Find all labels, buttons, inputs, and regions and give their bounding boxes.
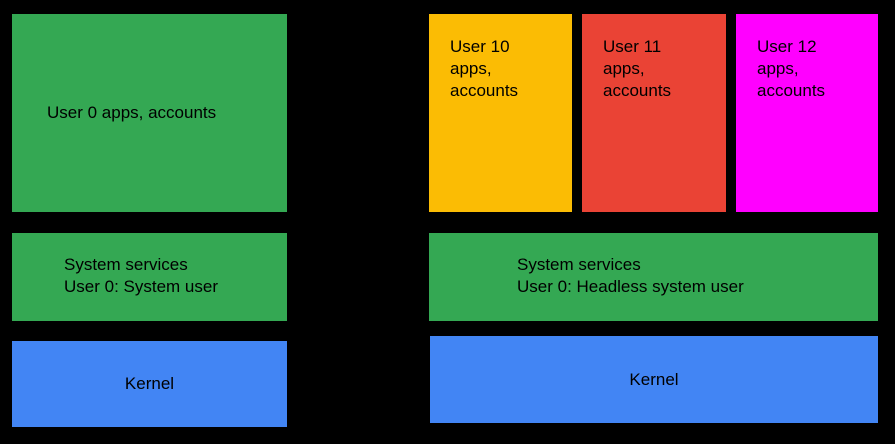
kernel-label-right: Kernel — [629, 369, 679, 389]
system-services-label-left: System services — [64, 255, 188, 274]
user10-apps-block: User 10 apps, accounts — [429, 14, 572, 212]
kernel-block-right: Kernel — [430, 336, 878, 423]
user0-apps-block: User 0 apps, accounts — [12, 14, 287, 212]
headless-system-user-label-right: User 0: Headless system user — [517, 277, 744, 296]
user0-apps-label: User 0 apps, accounts — [47, 103, 217, 122]
kernel-block-left: Kernel — [12, 341, 287, 427]
system-services-label-right: System services — [517, 255, 641, 274]
user10-apps-label: User 10 apps, accounts — [450, 37, 519, 100]
user11-apps-label: User 11 apps, accounts — [603, 37, 672, 100]
system-services-block-left: System services User 0: System user — [12, 233, 287, 321]
user12-apps-block: User 12 apps, accounts — [736, 14, 878, 212]
user12-apps-label: User 12 apps, accounts — [757, 37, 826, 100]
kernel-label-left: Kernel — [124, 374, 175, 393]
user11-apps-block: User 11 apps, accounts — [582, 14, 726, 212]
system-services-block-right: System services User 0: Headless system … — [429, 233, 878, 321]
system-user-label-left: User 0: System user — [64, 277, 218, 296]
